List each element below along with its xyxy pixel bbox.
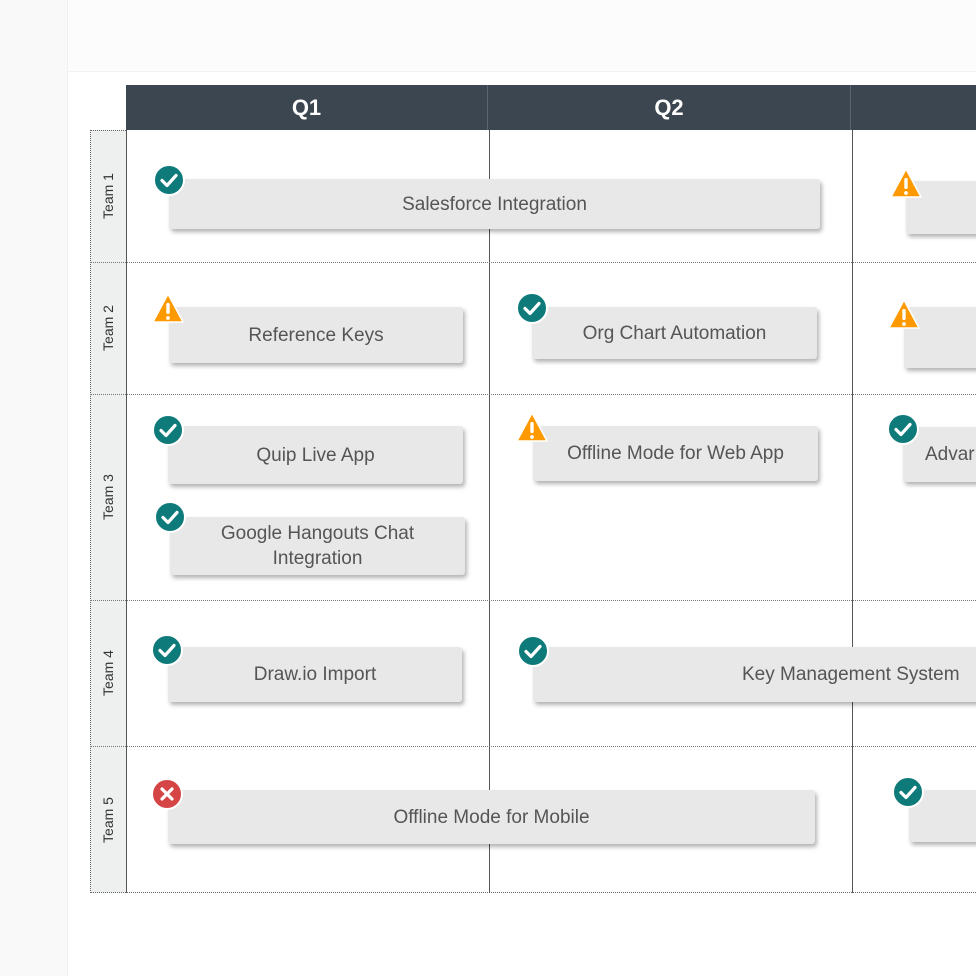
card-org-chart-automation[interactable]: Org Chart Automation (532, 298, 817, 359)
card-key-management-system[interactable]: Key Management System (533, 638, 976, 702)
header-q3 (851, 85, 976, 130)
lane-team1: Team 1 (100, 173, 117, 219)
x-icon (151, 778, 183, 810)
check-icon (516, 292, 548, 324)
warning-icon (890, 167, 922, 199)
card-label: Draw.io Import (168, 647, 462, 702)
top-gutter (68, 0, 976, 72)
header-q1: Q1 (126, 85, 488, 130)
lane-divider (90, 394, 976, 395)
card-quip-live-app[interactable]: Quip Live App (168, 417, 463, 484)
lane-team5: Team 5 (100, 796, 117, 843)
check-icon (153, 164, 185, 196)
card-google-hangouts[interactable]: Google Hangouts Chat Integration (170, 508, 465, 575)
card-salesforce-integration[interactable]: Salesforce Integration (169, 170, 820, 229)
roadmap-grid (126, 130, 976, 893)
warning-icon (152, 292, 184, 324)
check-icon (892, 776, 924, 808)
card-offline-mode-web[interactable]: Offline Mode for Web App (533, 417, 818, 481)
card-label: Key Management System (533, 647, 976, 702)
card-label (904, 307, 976, 368)
header-q2: Q2 (488, 85, 851, 130)
card-label: Org Chart Automation (532, 307, 817, 359)
warning-icon (888, 298, 920, 330)
warning-icon (516, 411, 548, 443)
lane-team2: Team 2 (100, 305, 117, 351)
lane-divider (90, 746, 976, 747)
quarter-header: Q1 Q2 (126, 85, 976, 130)
check-icon (887, 413, 919, 445)
quarter-divider (489, 130, 490, 893)
lane-column (90, 130, 126, 893)
card-label: Reference Keys (169, 307, 463, 363)
card-reference-keys[interactable]: Reference Keys (169, 298, 463, 363)
card-team2-q3[interactable] (904, 298, 976, 368)
check-icon (154, 501, 186, 533)
card-label: Quip Live App (168, 426, 463, 484)
card-label: Salesforce Integration (169, 179, 820, 229)
quarter-divider (852, 130, 853, 893)
card-label: Offline Mode for Web App (533, 426, 818, 481)
check-icon (517, 635, 549, 667)
lane-divider (90, 600, 976, 601)
card-drawio-import[interactable]: Draw.io Import (168, 638, 462, 702)
left-gutter (0, 0, 68, 976)
lane-divider (90, 262, 976, 263)
check-icon (152, 414, 184, 446)
card-offline-mode-mobile[interactable]: Offline Mode for Mobile (168, 781, 815, 844)
card-label: Offline Mode for Mobile (168, 790, 815, 844)
card-label: Google Hangouts Chat Integration (170, 517, 465, 575)
lane-team4: Team 4 (100, 650, 117, 696)
check-icon (151, 634, 183, 666)
lane-team3: Team 3 (100, 474, 117, 520)
